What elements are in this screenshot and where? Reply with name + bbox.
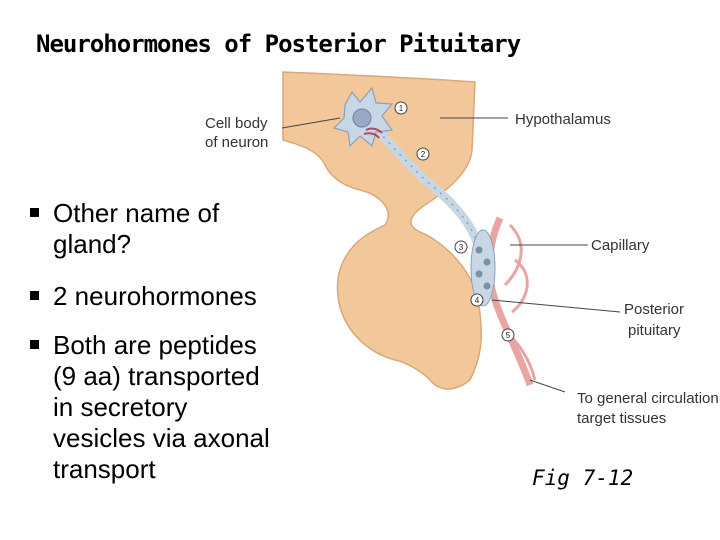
label-posterior-pituitary: Posterior bbox=[624, 301, 684, 318]
label-hypothalamus: Hypothalamus bbox=[515, 111, 611, 128]
square-bullet-icon bbox=[30, 291, 39, 300]
svg-text:2: 2 bbox=[421, 150, 426, 159]
secretory-vesicle bbox=[483, 258, 491, 266]
bullet-item: Other name of gland? bbox=[30, 198, 350, 260]
svg-text:5: 5 bbox=[506, 331, 511, 340]
svg-text:1: 1 bbox=[399, 104, 404, 113]
label-posterior-pituitary: pituitary bbox=[628, 322, 681, 339]
bullet-line: Other name of bbox=[53, 198, 220, 228]
bullet-line: gland? bbox=[53, 229, 132, 259]
neuron-nucleus bbox=[352, 108, 372, 128]
label-circulation: To general circulation, bbox=[577, 390, 720, 407]
label-cell-body: Cell body bbox=[205, 115, 268, 132]
secretory-vesicle bbox=[483, 282, 491, 290]
step-marker: 4 bbox=[470, 293, 484, 307]
step-marker: 3 bbox=[454, 240, 468, 254]
golgi-apparatus bbox=[363, 127, 383, 139]
step-marker: 5 bbox=[501, 328, 515, 342]
bullet-line: 2 neurohormones bbox=[53, 281, 257, 311]
bullet-line: in secretory bbox=[53, 392, 188, 422]
secretory-vesicle bbox=[475, 246, 483, 254]
step-marker: 2 bbox=[416, 147, 430, 161]
label-capillary: Capillary bbox=[591, 237, 650, 254]
square-bullet-icon bbox=[30, 208, 39, 217]
label-circulation: target tissues bbox=[577, 410, 666, 427]
step-marker: 1 bbox=[394, 101, 408, 115]
figure-caption: Fig 7-12 bbox=[532, 466, 634, 490]
svg-text:4: 4 bbox=[475, 296, 480, 305]
bullet-line: transport bbox=[53, 454, 156, 484]
label-cell-body: of neuron bbox=[205, 134, 268, 151]
bullet-item: Both are peptides (9 aa) transported in … bbox=[30, 330, 350, 485]
axon-core bbox=[367, 117, 486, 301]
slide-title: Neurohormones of Posterior Pituitary bbox=[36, 30, 521, 58]
bullet-line: vesicles via axonal bbox=[53, 423, 270, 453]
square-bullet-icon bbox=[30, 340, 39, 349]
bullet-item: 2 neurohormones bbox=[30, 281, 350, 312]
svg-text:3: 3 bbox=[459, 243, 464, 252]
leader-lines bbox=[281, 117, 621, 393]
bullet-line: Both are peptides bbox=[53, 330, 257, 360]
bullet-line: (9 aa) transported bbox=[53, 361, 260, 391]
bullet-list: Other name of gland? 2 neurohormones Bot… bbox=[30, 198, 350, 485]
secretory-vesicle bbox=[475, 270, 483, 278]
